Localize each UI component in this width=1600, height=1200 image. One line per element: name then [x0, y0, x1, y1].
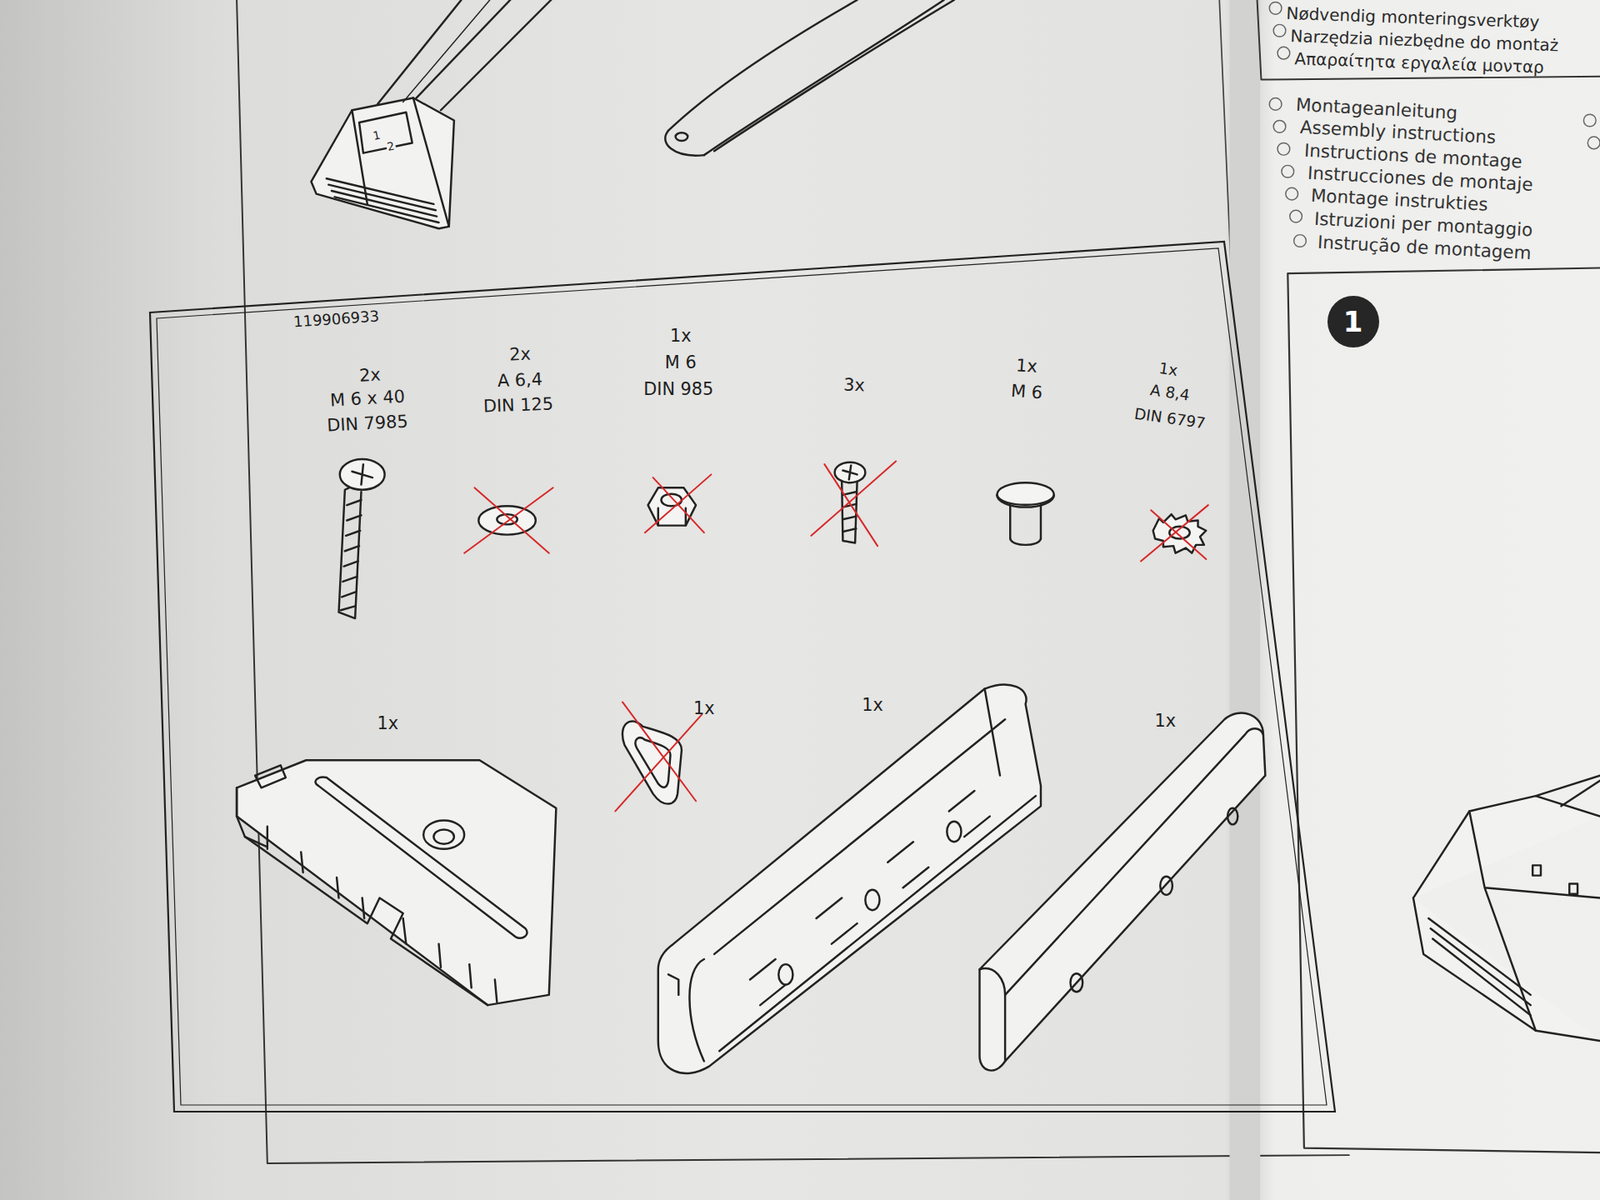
step-number-circle: 1	[1327, 295, 1380, 348]
bracket-drawing	[236, 760, 556, 1005]
part-spec: A 8,4	[1149, 381, 1191, 405]
tools-box: Nødvendig monteringsverktøyNarzędzia nie…	[1264, 0, 1600, 85]
foot-drawing	[310, 0, 551, 229]
cover-strip-drawing	[980, 713, 1266, 1071]
part-spec: A 6,4	[497, 370, 544, 392]
page-frame	[236, 0, 1350, 1164]
quantity: 2x	[509, 345, 531, 366]
step-number: 1	[1343, 305, 1364, 339]
quantity: 1x	[1157, 359, 1179, 380]
quantity: 1x	[693, 699, 715, 720]
part-spec: M 6	[665, 353, 697, 374]
part-number: 119906933	[292, 306, 380, 330]
quantity: 2x	[359, 365, 382, 386]
part-spec: M 6 x 40	[329, 386, 405, 411]
quantity: 1x	[1155, 711, 1177, 732]
screw-drawing	[339, 459, 385, 619]
quantity: 1x	[861, 695, 884, 716]
part-spec: DIN 6797	[1134, 405, 1208, 433]
arm-drawing	[665, 0, 955, 156]
part-spec: DIN 985	[643, 380, 714, 400]
quantity: 3x	[843, 375, 865, 396]
part-spec: DIN 125	[483, 395, 555, 418]
part-spec: M 6	[1010, 381, 1043, 405]
part-spec: DIN 7985	[326, 412, 409, 437]
quantity: 1x	[670, 326, 692, 347]
quantity: 1x	[1015, 355, 1038, 378]
removed-part-cross	[464, 460, 1209, 811]
step-panel	[1287, 267, 1600, 1154]
quantity: 1x	[377, 714, 400, 735]
